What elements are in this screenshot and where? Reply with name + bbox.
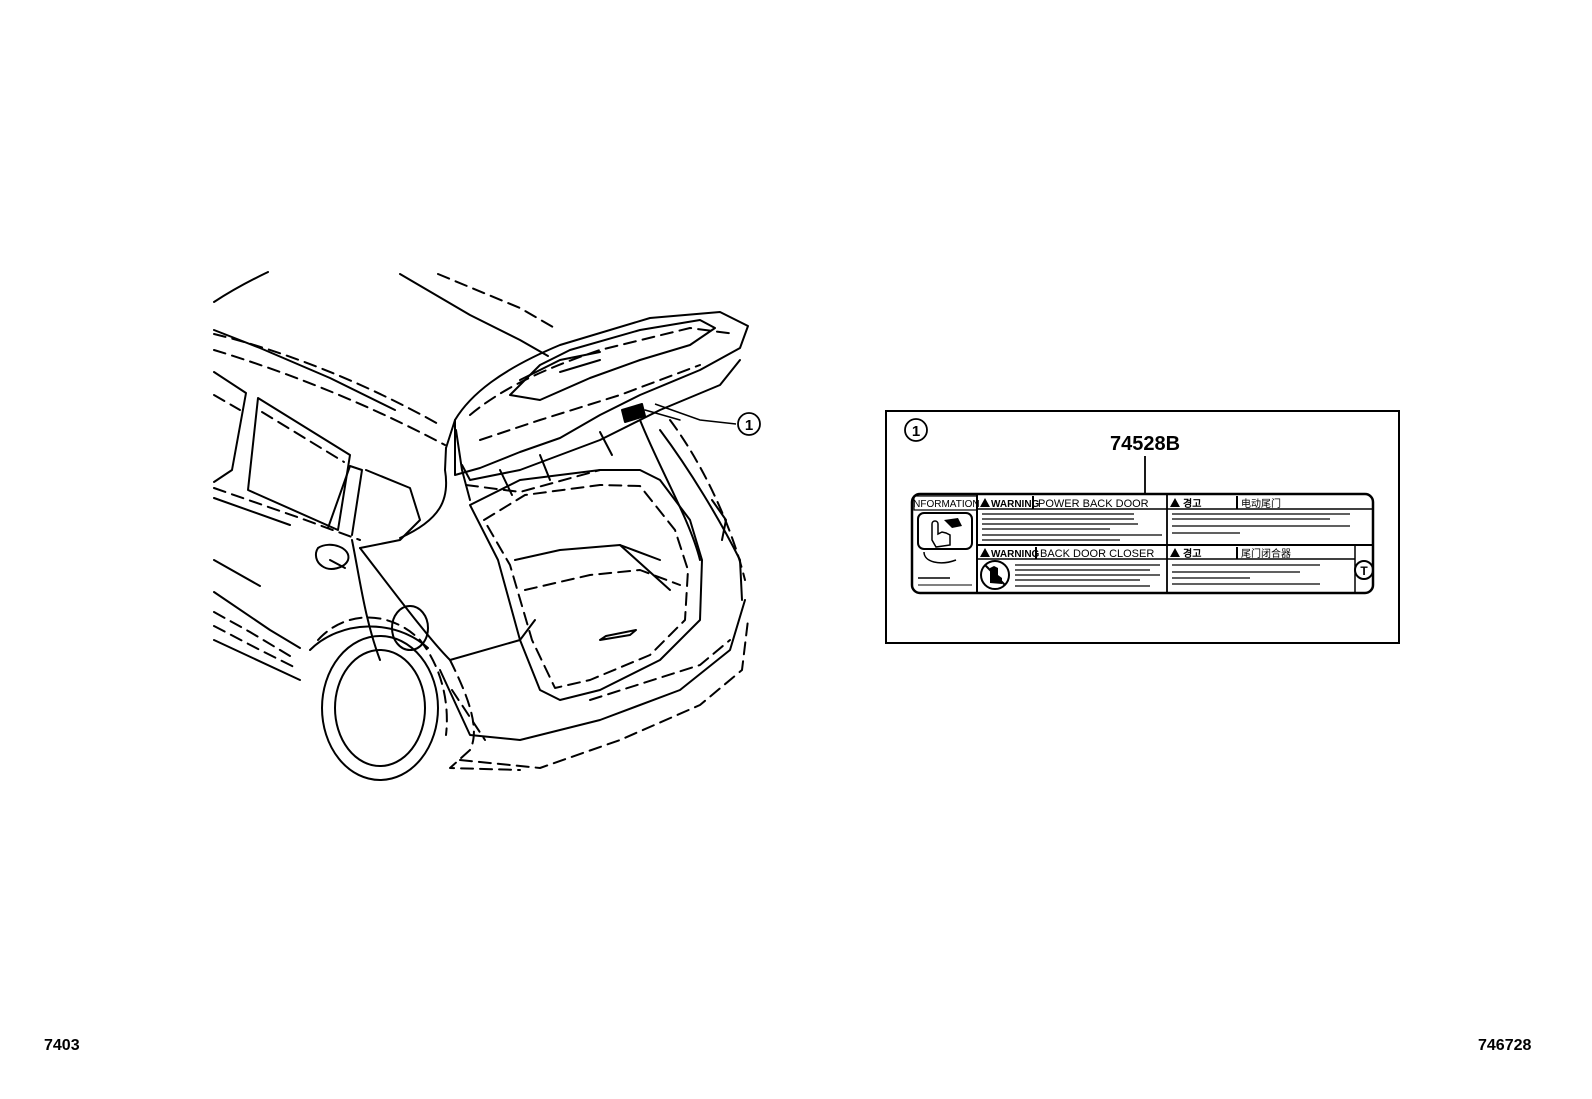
- panel-callout-circle: [904, 418, 928, 442]
- warning-2-body-lines: [1015, 564, 1160, 587]
- caution-2-tag: 경고: [1183, 547, 1201, 560]
- callout-leader-line: [654, 403, 737, 425]
- warning-1-title: POWER BACK DOOR: [1038, 498, 1149, 510]
- part-number: 74528B: [1110, 433, 1180, 455]
- label-detail-panel: 1 74528B INFORMATION: [885, 410, 1400, 644]
- warning-triangle-icon: [980, 498, 990, 507]
- warning-1-body-lines: [982, 513, 1162, 541]
- caution-2-triangle-icon: [1170, 548, 1180, 557]
- warning-2-triangle-icon: [980, 548, 990, 557]
- corner-mark-circle: [1354, 560, 1374, 580]
- callout-1-number: 1: [745, 417, 753, 434]
- caution-1-triangle-icon: [1170, 498, 1180, 507]
- illustration-code-left: 7403: [44, 1037, 80, 1054]
- corner-mark: T: [1360, 564, 1368, 578]
- callout-1-marker: 1: [737, 412, 761, 436]
- warning-1-tag: WARNING: [991, 499, 1040, 510]
- warning-label: INFORMATION WARNING POWER BACK DOOR: [910, 492, 1375, 595]
- warning-2-title: BACK DOOR CLOSER: [1040, 548, 1154, 560]
- panel-callout-number: 1: [912, 423, 920, 440]
- no-hand-icon: [980, 560, 1010, 590]
- caution-2-body-lines: [1172, 564, 1320, 585]
- illustration-code-right: 746728: [1478, 1037, 1532, 1054]
- warning-2-tag: WARNING: [991, 549, 1040, 560]
- info-header: INFORMATION: [910, 499, 979, 510]
- caution-2-title: 尾门闭合器: [1241, 547, 1291, 560]
- touch-hand-icon: [917, 512, 973, 564]
- vehicle-illustration: [213, 271, 749, 781]
- caution-1-title: 电动尾门: [1241, 497, 1281, 510]
- caution-1-body-lines: [1172, 513, 1350, 534]
- caution-1-tag: 경고: [1183, 497, 1201, 510]
